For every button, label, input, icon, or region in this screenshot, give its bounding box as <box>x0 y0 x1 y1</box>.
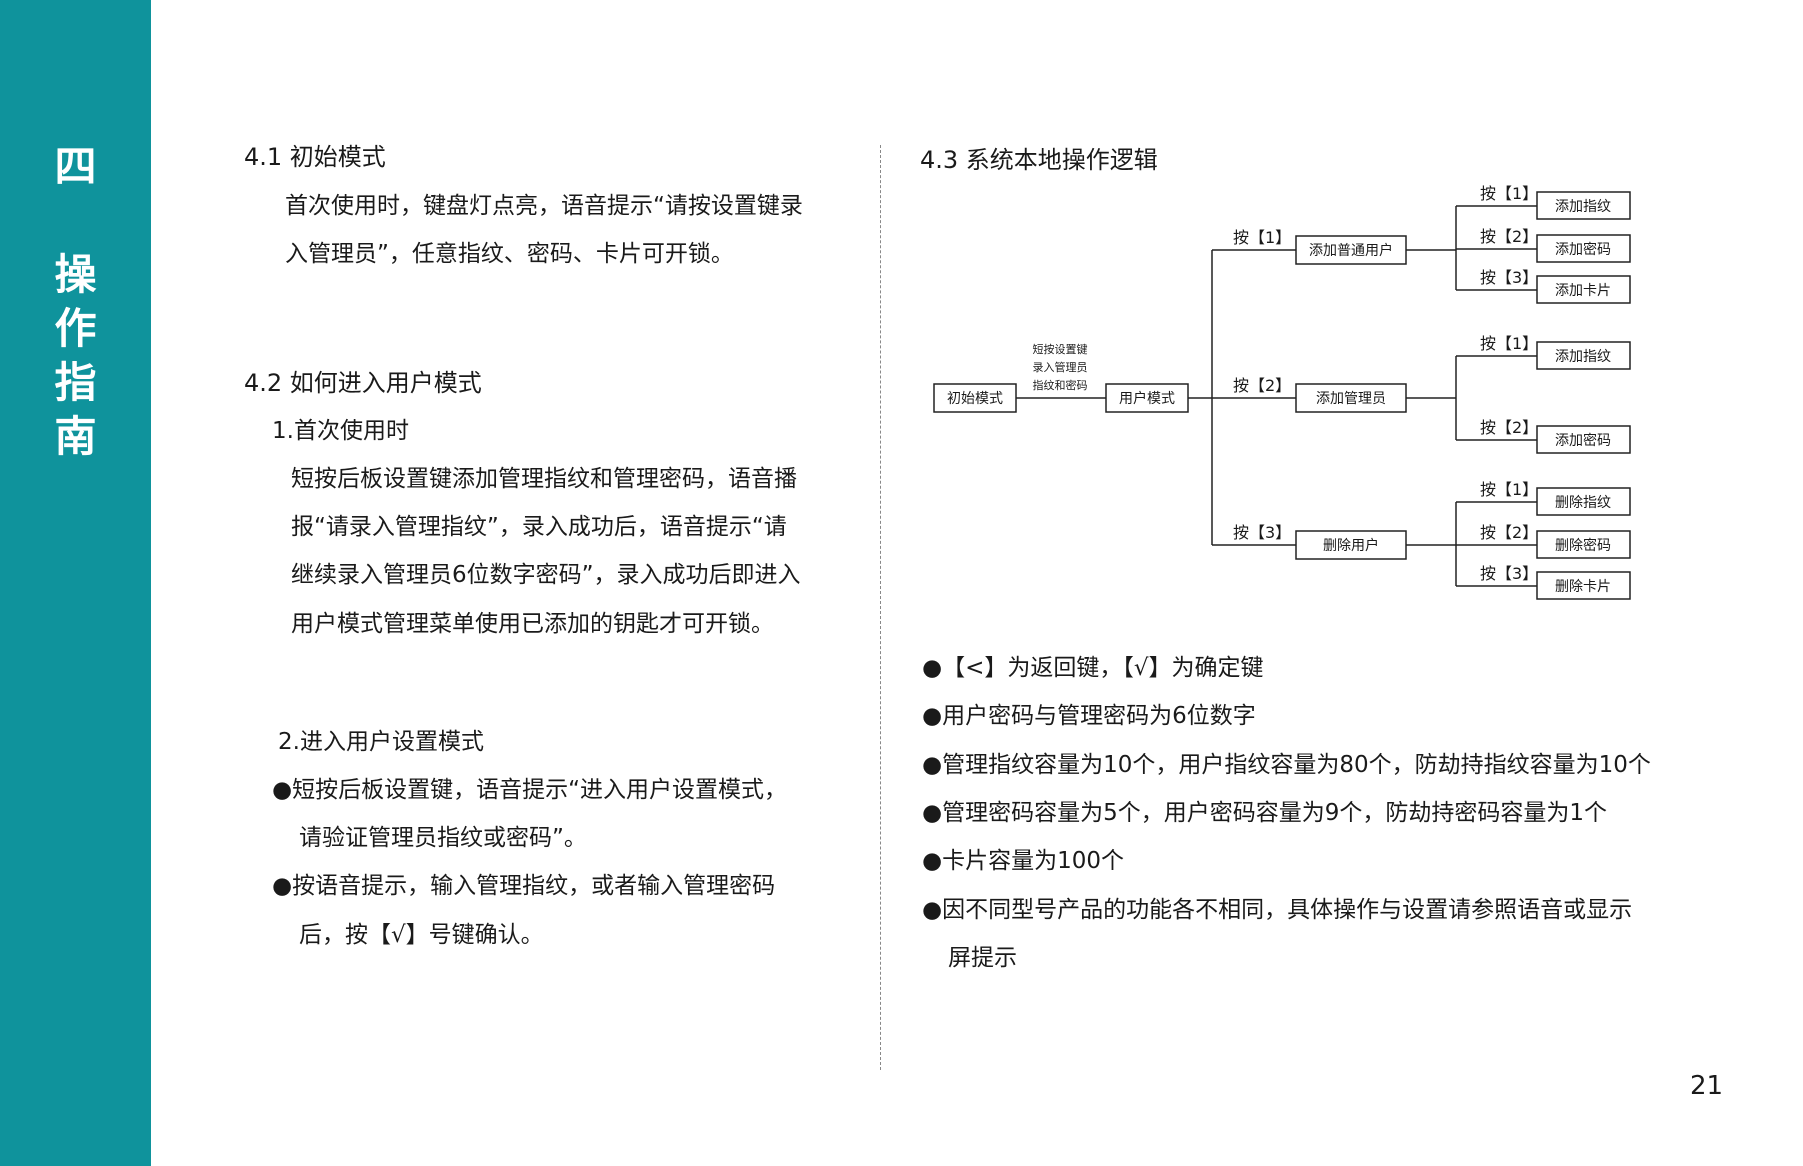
add-normal-user-box <box>1295 235 1407 265</box>
flow-note: 短按设置键 <box>1033 342 1088 356</box>
first-use-text: 报“请录入管理指纹”，录入成功后，语音提示“请 <box>291 514 787 540</box>
admin-add-password-label: 添加密码 <box>1555 432 1611 449</box>
note-item: ●因不同型号产品的功能各不相同，具体操作与设置请参照语音或显示 <box>922 897 1633 923</box>
branch-key: 按【1】 <box>1233 228 1291 247</box>
chapter-title-char: 作 <box>54 304 97 353</box>
chapter-title-char: 南 <box>54 412 97 461</box>
chapter-sidebar: 四 操 作 指 南 <box>0 0 151 1166</box>
section-4-2-heading: 4.2 如何进入用户模式 <box>244 369 482 397</box>
sub-key: 按【2】 <box>1480 523 1538 542</box>
add-admin-label: 添加管理员 <box>1316 391 1386 407</box>
user-mode-label: 用户模式 <box>1119 390 1175 407</box>
admin-add-fingerprint-label: 添加指纹 <box>1555 349 1611 365</box>
flow-connectors <box>1016 205 1537 587</box>
first-use-text: 短按后板设置键添加管理指纹和管理密码，语音播 <box>291 466 797 492</box>
user-settings-text: 后，按【√】号键确认。 <box>299 922 544 948</box>
section-4-1-heading: 4.1 初始模式 <box>244 143 386 171</box>
chapter-number: 四 <box>54 142 97 191</box>
delete-user-label: 删除用户 <box>1323 537 1379 554</box>
add-password-box <box>1536 234 1631 263</box>
note-item-continued: 屏提示 <box>948 945 1017 971</box>
delete-card-label: 删除卡片 <box>1555 579 1611 595</box>
add-fingerprint-box <box>1536 191 1631 220</box>
sub-key: 按【2】 <box>1480 227 1538 246</box>
add-normal-user-label: 添加普通用户 <box>1309 242 1393 259</box>
note-item: ●管理指纹容量为10个，用户指纹容量为80个，防劫持指纹容量为10个 <box>922 752 1651 778</box>
page-number: 21 <box>1690 1071 1724 1101</box>
add-password-label: 添加密码 <box>1555 241 1611 258</box>
add-card-label: 添加卡片 <box>1555 283 1611 299</box>
section-4-1-text: 首次使用时，键盘灯点亮，语音提示“请按设置键录 <box>285 193 803 219</box>
sub-key: 按【3】 <box>1480 564 1538 583</box>
section-4-1-text: 入管理员”，任意指纹、密码、卡片可开锁。 <box>285 241 734 267</box>
branch-key: 按【2】 <box>1233 376 1291 395</box>
first-use-text: 用户模式管理菜单使用已添加的钥匙才可开锁。 <box>291 611 774 637</box>
sub-key: 按【1】 <box>1480 334 1538 353</box>
admin-add-fingerprint-box <box>1536 341 1631 370</box>
subsection-first-use: 1.首次使用时 <box>272 418 409 444</box>
sub-key: 按【1】 <box>1480 480 1538 499</box>
init-mode-box <box>933 383 1017 413</box>
chapter-title-char: 指 <box>54 358 97 407</box>
delete-fingerprint-label: 删除指纹 <box>1555 495 1611 511</box>
chapter-title-char: 操 <box>54 250 97 299</box>
delete-user-box <box>1295 530 1407 560</box>
note-item: ●卡片容量为100个 <box>922 848 1124 874</box>
add-fingerprint-label: 添加指纹 <box>1555 199 1611 215</box>
user-settings-bullet: ●短按后板设置键，语音提示“进入用户设置模式， <box>272 777 787 803</box>
note-item: ●管理密码容量为5个，用户密码容量为9个，防劫持密码容量为1个 <box>922 800 1607 826</box>
delete-password-box <box>1536 530 1631 559</box>
sub-key: 按【3】 <box>1480 268 1538 287</box>
note-item: ●用户密码与管理密码为6位数字 <box>922 703 1256 729</box>
admin-add-password-box <box>1536 425 1631 454</box>
branch-key: 按【3】 <box>1233 523 1291 542</box>
flow-note: 录入管理员 <box>1033 360 1088 374</box>
add-card-box <box>1536 275 1631 304</box>
user-mode-box <box>1105 383 1189 413</box>
delete-password-label: 删除密码 <box>1555 537 1611 554</box>
init-mode-label: 初始模式 <box>947 390 1003 407</box>
user-settings-text: 请验证管理员指纹或密码”。 <box>299 825 587 851</box>
delete-fingerprint-box <box>1536 487 1631 516</box>
first-use-text: 继续录入管理员6位数字密码”，录入成功后即进入 <box>291 562 801 588</box>
note-item: ●【<】为返回键，【√】为确定键 <box>922 655 1264 681</box>
user-settings-bullet: ●按语音提示，输入管理指纹，或者输入管理密码 <box>272 873 776 899</box>
flow-note: 指纹和密码 <box>1033 378 1088 392</box>
subsection-user-settings: 2.进入用户设置模式 <box>278 729 484 755</box>
section-4-3-heading: 4.3 系统本地操作逻辑 <box>920 146 1158 174</box>
delete-card-box <box>1536 571 1631 600</box>
sub-key: 按【2】 <box>1480 418 1538 437</box>
sub-key: 按【1】 <box>1480 184 1538 203</box>
add-admin-box <box>1295 383 1407 413</box>
column-divider <box>880 145 881 1070</box>
